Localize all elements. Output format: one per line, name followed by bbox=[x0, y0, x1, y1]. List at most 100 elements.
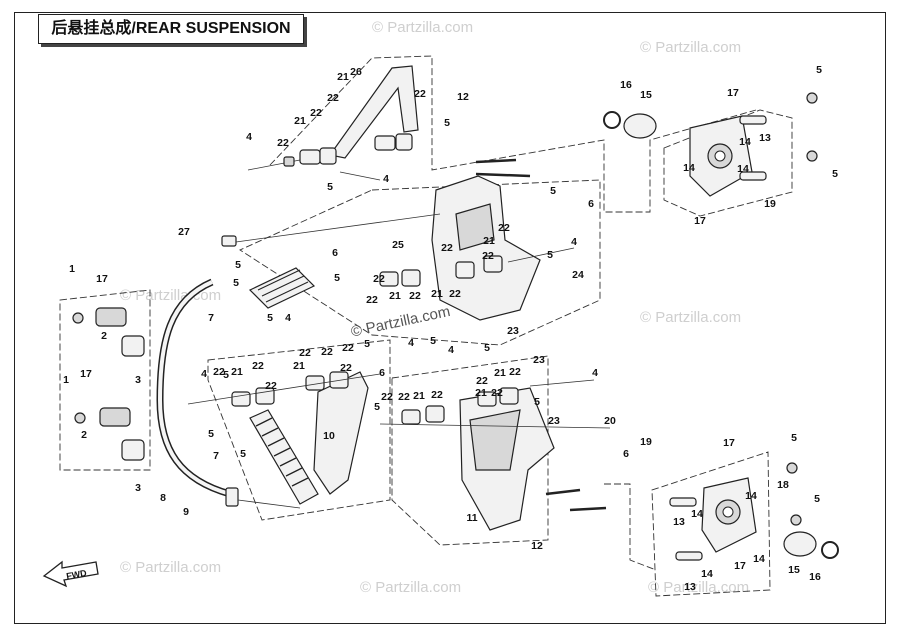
callout-label: 21 bbox=[475, 387, 487, 399]
callout-label: 12 bbox=[531, 540, 543, 552]
callout-label: 22 bbox=[482, 250, 494, 262]
callout-label: 17 bbox=[80, 368, 92, 380]
diagram-title: 后悬挂总成/REAR SUSPENSION bbox=[51, 20, 291, 37]
callout-label: 5 bbox=[364, 338, 370, 350]
callout-label: 5 bbox=[374, 401, 380, 413]
callout-label: 4 bbox=[285, 312, 291, 324]
callout-label: 21 bbox=[431, 288, 443, 300]
callout-label: 22 bbox=[342, 342, 354, 354]
callout-label: 26 bbox=[350, 66, 362, 78]
callout-label: 16 bbox=[809, 571, 821, 583]
callout-label: 5 bbox=[791, 432, 797, 444]
callout-label: 5 bbox=[327, 181, 333, 193]
callout-label: 22 bbox=[509, 366, 521, 378]
callout-label: 5 bbox=[233, 277, 239, 289]
callout-label: 13 bbox=[673, 516, 685, 528]
callout-label: 22 bbox=[321, 346, 333, 358]
callout-label: 4 bbox=[448, 344, 454, 356]
callout-label: 22 bbox=[414, 88, 426, 100]
callout-label: 22 bbox=[381, 391, 393, 403]
knuckle-link-outline bbox=[604, 483, 657, 571]
callout-label: 21 bbox=[294, 115, 306, 127]
callout-label: 14 bbox=[753, 553, 765, 565]
callout-label: 5 bbox=[814, 493, 820, 505]
diagram-frame bbox=[14, 12, 886, 624]
callout-label: 21 bbox=[483, 235, 495, 247]
callout-label: 21 bbox=[413, 390, 425, 402]
callout-label: 22 bbox=[441, 242, 453, 254]
callout-label: 5 bbox=[484, 342, 490, 354]
callout-label: 4 bbox=[246, 131, 252, 143]
callout-label: 23 bbox=[507, 325, 519, 337]
callout-label: 14 bbox=[739, 136, 751, 148]
callout-label: 13 bbox=[684, 581, 696, 593]
callout-label: 15 bbox=[640, 89, 652, 101]
watermark: © Partzilla.com bbox=[372, 19, 473, 36]
stabilizer-bar bbox=[72, 278, 231, 498]
lower-left-arm bbox=[187, 371, 381, 495]
callout-label: 21 bbox=[494, 367, 506, 379]
callout-label: 20 bbox=[604, 415, 616, 427]
watermark: © Partzilla.com bbox=[648, 579, 749, 596]
callout-label: 7 bbox=[208, 312, 214, 324]
callout-label: 7 bbox=[213, 450, 219, 462]
upper-shock-absorber bbox=[221, 213, 441, 309]
callout-label: 17 bbox=[96, 273, 108, 285]
callout-label: 5 bbox=[547, 249, 553, 261]
callout-label: 2 bbox=[101, 330, 107, 342]
callout-label: 21 bbox=[231, 366, 243, 378]
callout-label: 22 bbox=[366, 294, 378, 306]
callout-label: 18 bbox=[777, 479, 789, 491]
callout-label: 19 bbox=[764, 198, 776, 210]
callout-label: 22 bbox=[327, 92, 339, 104]
callout-label: 21 bbox=[389, 290, 401, 302]
upper-arm-outline bbox=[269, 55, 757, 213]
callout-label: 3 bbox=[135, 482, 141, 494]
callout-label: 21 bbox=[293, 360, 305, 372]
callout-label: 14 bbox=[745, 490, 757, 502]
callout-label: 8 bbox=[160, 492, 166, 504]
callout-label: 5 bbox=[534, 396, 540, 408]
callout-label: 17 bbox=[723, 437, 735, 449]
callout-label: 19 bbox=[640, 436, 652, 448]
callout-label: 12 bbox=[457, 91, 469, 103]
callout-label: 13 bbox=[759, 132, 771, 144]
callout-label: 27 bbox=[178, 226, 190, 238]
callout-label: 6 bbox=[379, 367, 385, 379]
callout-label: 14 bbox=[701, 568, 713, 580]
callout-label: 14 bbox=[737, 163, 749, 175]
callout-label: 4 bbox=[571, 236, 577, 248]
callout-label: 17 bbox=[727, 87, 739, 99]
callout-label: 22 bbox=[213, 366, 225, 378]
callout-label: 14 bbox=[691, 508, 703, 520]
callout-label: 22 bbox=[491, 387, 503, 399]
watermark: © Partzilla.com bbox=[120, 287, 221, 304]
callout-label: 5 bbox=[430, 335, 436, 347]
callout-label: 5 bbox=[444, 117, 450, 129]
callout-label: 5 bbox=[267, 312, 273, 324]
callout-label: 4 bbox=[408, 337, 414, 349]
callout-label: 17 bbox=[734, 560, 746, 572]
right-arm-outline bbox=[391, 355, 549, 546]
callout-label: 17 bbox=[694, 215, 706, 227]
left-arm-outline bbox=[207, 339, 391, 521]
callout-label: 5 bbox=[832, 168, 838, 180]
callout-label: 5 bbox=[235, 259, 241, 271]
callout-label: 6 bbox=[332, 247, 338, 259]
callout-label: 5 bbox=[550, 185, 556, 197]
callout-label: 22 bbox=[398, 391, 410, 403]
callout-label: 24 bbox=[572, 269, 584, 281]
callout-label: 22 bbox=[431, 389, 443, 401]
upper-control-arm bbox=[247, 65, 419, 181]
callout-label: 22 bbox=[299, 347, 311, 359]
callout-label: 22 bbox=[476, 375, 488, 387]
fwd-arrow: FWD bbox=[42, 560, 99, 588]
callout-label: 15 bbox=[788, 564, 800, 576]
callout-label: 3 bbox=[135, 374, 141, 386]
center-watermark: © Partzilla.com bbox=[349, 303, 451, 341]
watermark: © Partzilla.com bbox=[360, 579, 461, 596]
callout-label: 2 bbox=[81, 429, 87, 441]
lower-knuckle-outline bbox=[651, 451, 771, 597]
